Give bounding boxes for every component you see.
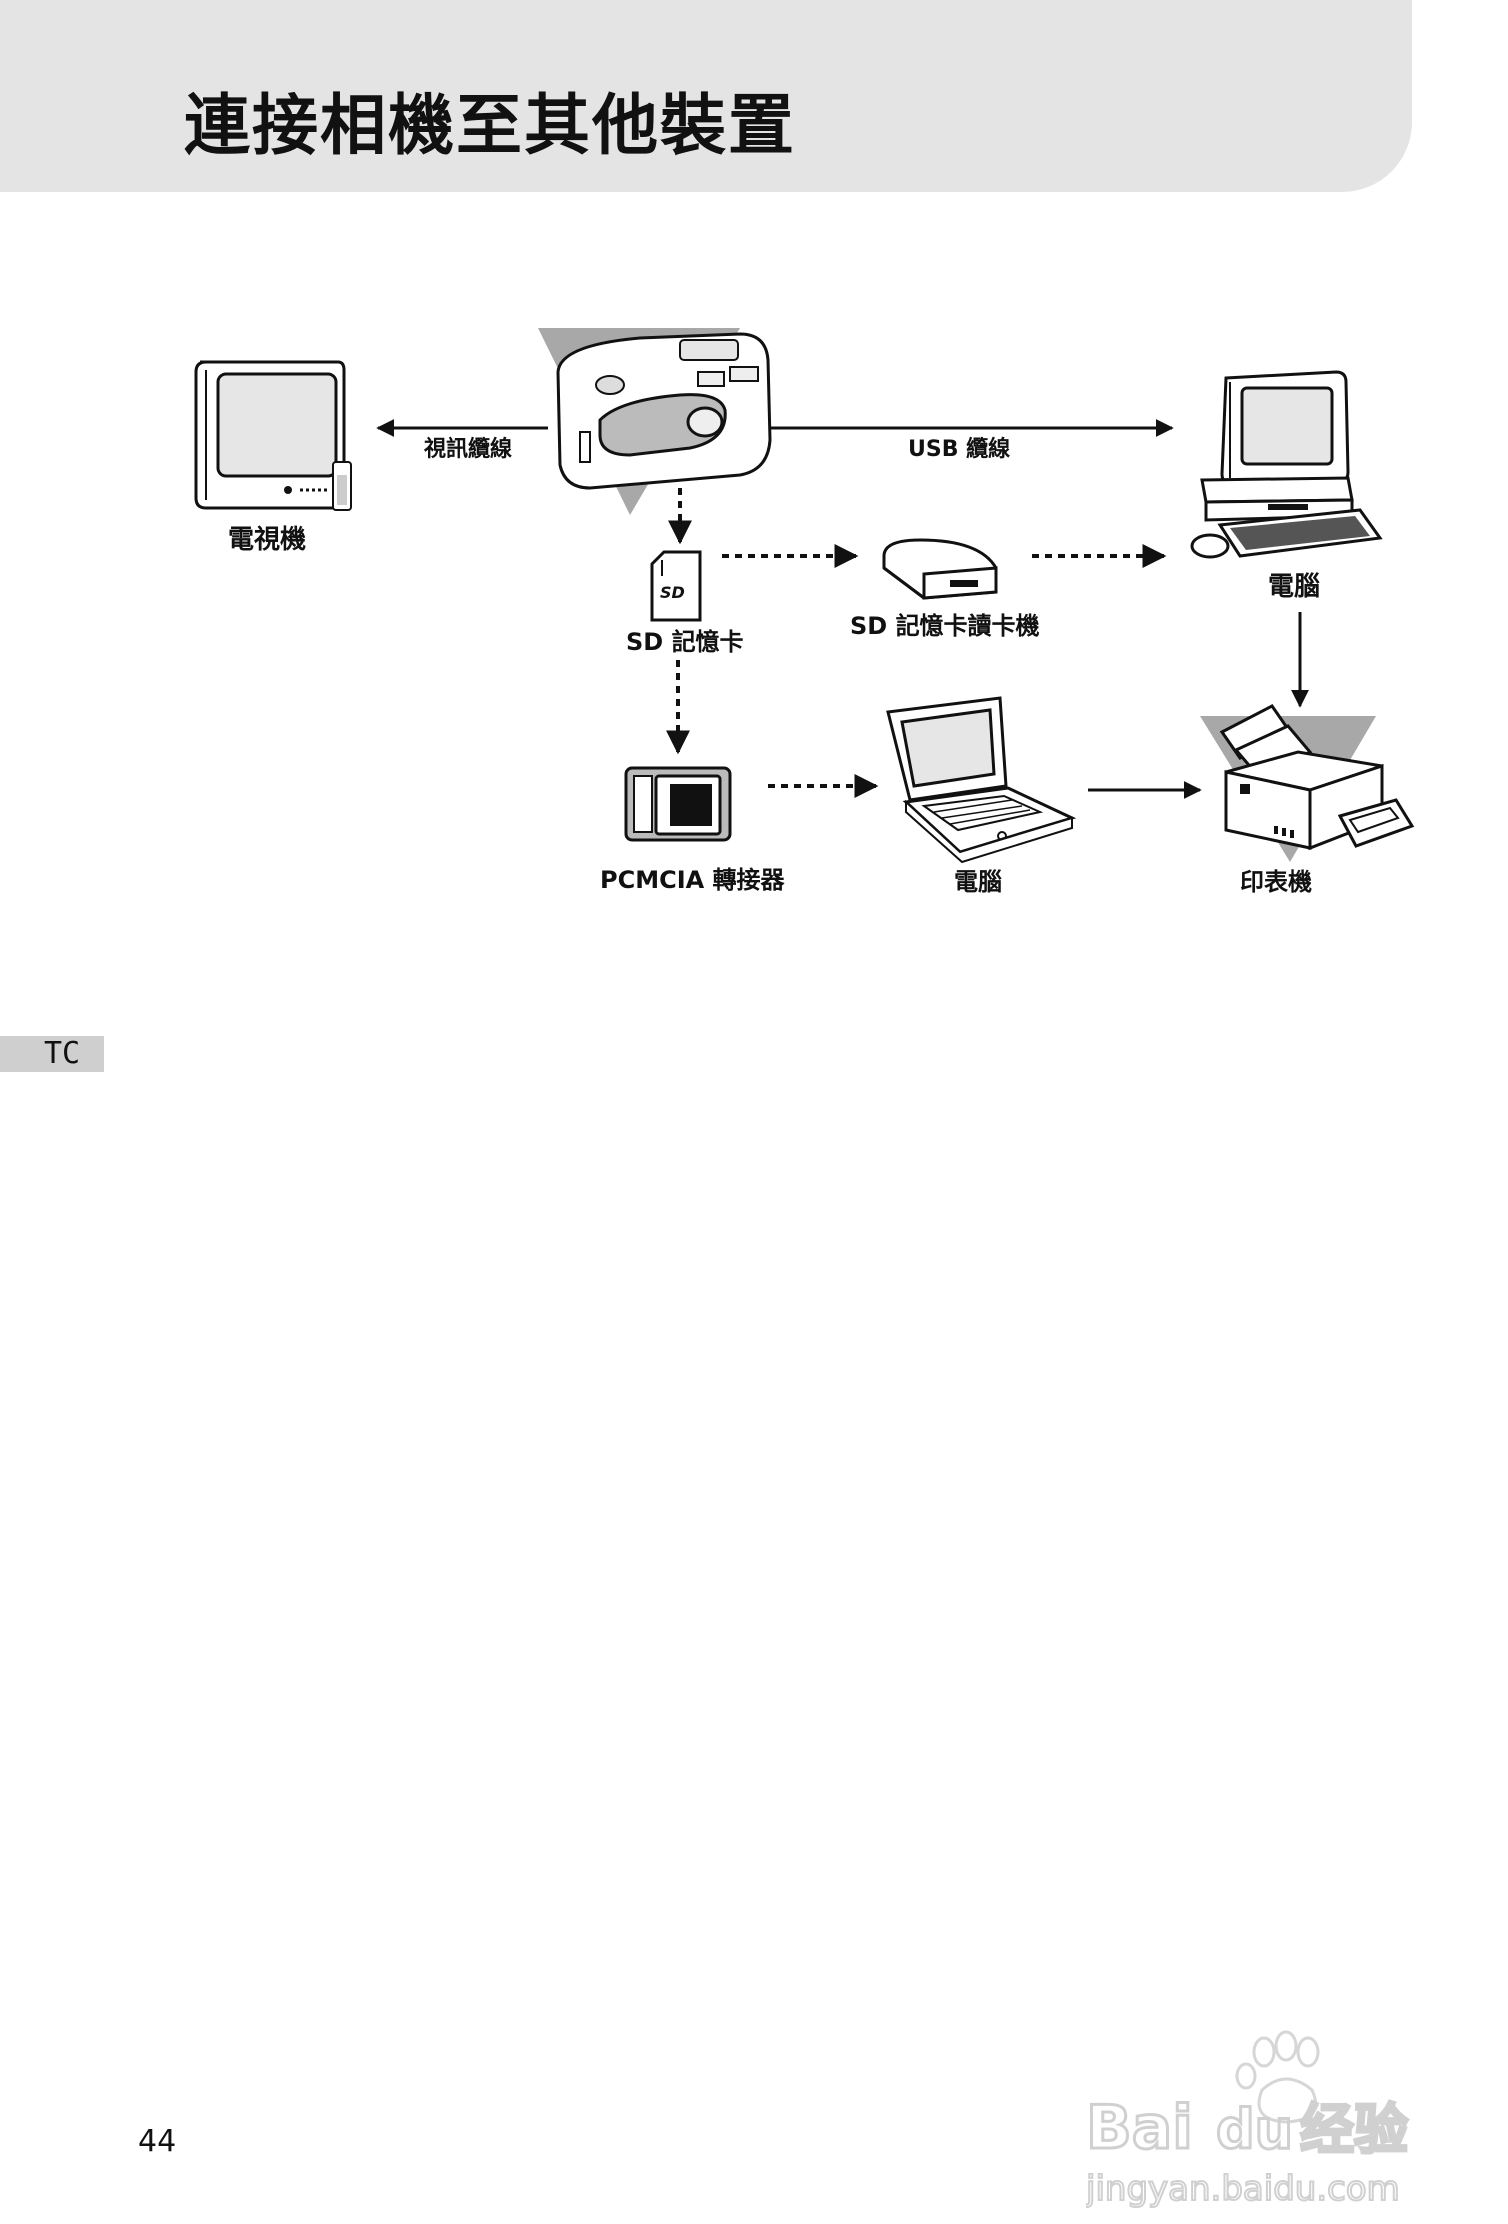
laptop-icon [888, 698, 1072, 862]
desktop-computer-label: 電腦 [1268, 572, 1320, 602]
laptop-label: 電腦 [954, 868, 1002, 896]
watermark-url: jingyan.baidu.com [1086, 2169, 1400, 2209]
language-tab: TC [0, 1036, 104, 1072]
baidu-watermark: Bai du 经验 jingyan.baidu.com [1086, 2030, 1466, 2220]
video-cable-label: 視訊纜線 [424, 436, 512, 462]
tv-icon [196, 362, 351, 510]
watermark-brand2: du [1216, 2098, 1293, 2161]
printer-icon [1200, 706, 1412, 862]
sd-card-label: SD 記憶卡 [626, 628, 744, 656]
watermark-cn: 经验 [1300, 2098, 1408, 2161]
sd-card-reader-label: SD 記憶卡讀卡機 [850, 612, 1040, 640]
sd-logo: SD [660, 583, 685, 602]
desktop-computer-icon [1192, 372, 1380, 557]
pcmcia-adapter-icon [626, 768, 730, 840]
usb-cable-label: USB 纜線 [908, 436, 1010, 462]
sd-card-reader-icon [884, 540, 996, 598]
page-number: 44 [138, 2124, 176, 2159]
camera-icon [538, 328, 770, 515]
printer-label: 印表機 [1240, 868, 1312, 896]
watermark-brand: Bai [1086, 2093, 1193, 2163]
tv-label: 電視機 [228, 525, 306, 555]
sd-card-icon: SD [652, 552, 700, 620]
pcmcia-adapter-label: PCMCIA 轉接器 [600, 866, 786, 894]
